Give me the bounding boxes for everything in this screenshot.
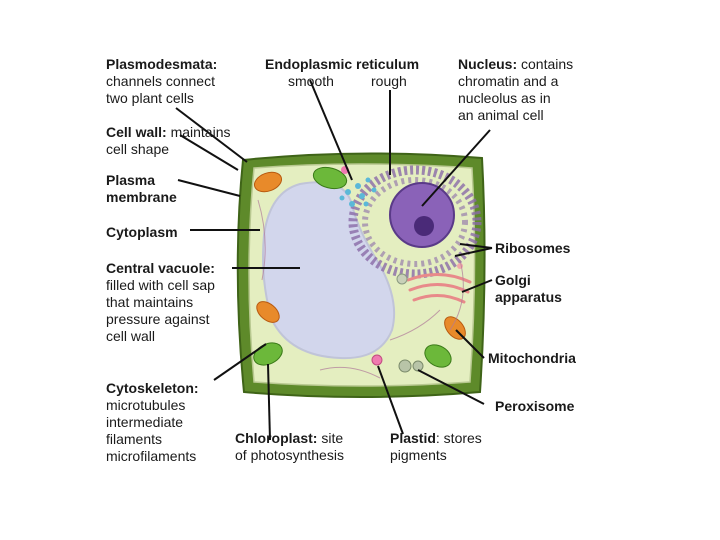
label-cytoplasm: Cytoplasm [106, 224, 178, 240]
nucleus [389, 182, 455, 248]
label-plasma-membrane: Plasma membrane [106, 172, 177, 205]
label-er-smooth: smooth [288, 73, 334, 89]
smooth-er [339, 177, 377, 207]
leader-lines [175, 79, 493, 441]
label-endoplasmic-reticulum: Endoplasmic reticulum [265, 56, 420, 72]
label-chloroplast: Chloroplast: site of photosynthesis [235, 430, 344, 463]
label-golgi-apparatus: Golgi apparatus [495, 272, 562, 305]
label-nucleus: Nucleus: contains chromatin and a nucleo… [458, 56, 574, 123]
label-cytoskeleton: Cytoskeleton: microtubules intermediate … [106, 380, 199, 464]
rough-er [348, 165, 482, 279]
label-mitochondria: Mitochondria [488, 350, 576, 366]
label-er-rough: rough [371, 73, 407, 89]
label-plasmodesmata: Plasmodesmata: channels connect two plan… [106, 56, 218, 106]
label-ribosomes: Ribosomes [495, 240, 571, 256]
label-cell-wall: Cell wall: maintains cell shape [106, 124, 231, 157]
label-peroxisome: Peroxisome [495, 398, 575, 414]
label-plastid: Plastid: stores pigments [390, 430, 482, 463]
mitochondria-group [253, 171, 466, 340]
label-central-vacuole: Central vacuole: filled with cell sap th… [106, 260, 215, 344]
central-vacuole [262, 181, 396, 360]
cytoskeleton-strands [257, 199, 464, 379]
nucleolus [414, 216, 434, 236]
plastid [371, 354, 383, 366]
peroxisome [398, 359, 412, 373]
